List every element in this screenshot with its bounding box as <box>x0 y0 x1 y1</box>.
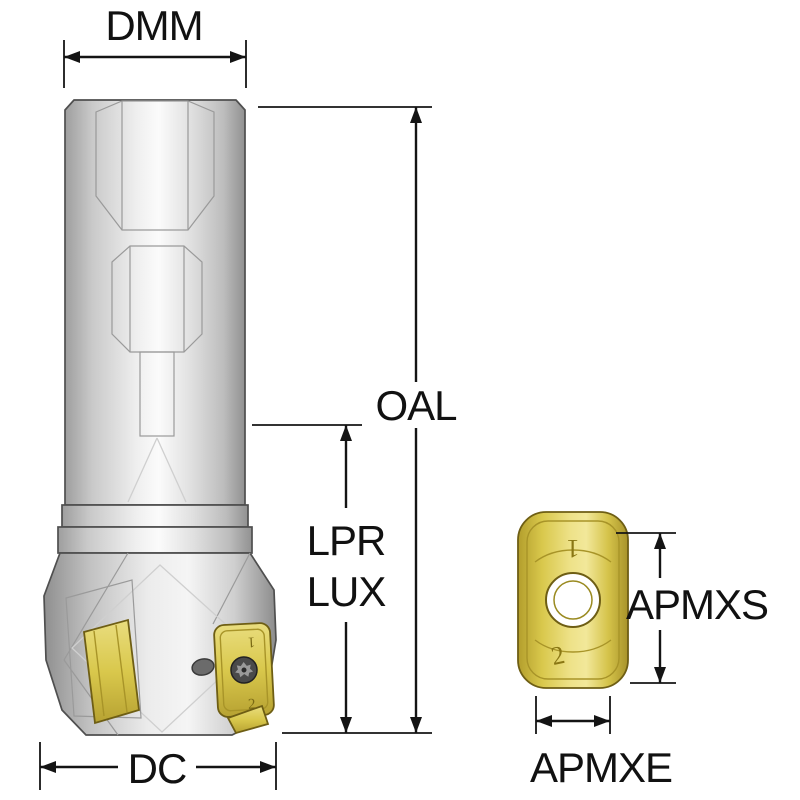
oal-arrow-top <box>410 107 422 123</box>
insert-hole <box>553 580 593 620</box>
clamp-nut <box>111 245 203 353</box>
pocket-hole <box>191 658 215 676</box>
dimension-dmm: DMM <box>63 2 247 88</box>
apmxe-label: APMXE <box>530 744 672 791</box>
flute-edge-right <box>212 552 251 625</box>
insert-front-marking-2: 2 <box>248 696 256 712</box>
flute-edge-left2 <box>63 659 119 736</box>
apmxe-arrow-left <box>536 715 552 727</box>
insert-bottom-tip <box>226 704 270 735</box>
apmxe-arrow-right <box>594 715 610 727</box>
collar-ring-upper <box>61 504 249 528</box>
center-stem <box>139 351 175 437</box>
dmm-arrow-left <box>64 51 80 63</box>
apmxs-label: APMXS <box>626 581 768 628</box>
dmm-label: DMM <box>105 2 202 49</box>
shank-cylinder <box>64 99 246 506</box>
insert-left-body <box>83 618 140 725</box>
insert-front-face <box>219 628 269 712</box>
dimension-dc: DC <box>39 742 277 792</box>
insert-left <box>83 618 140 725</box>
stem-cone-left <box>127 437 158 503</box>
dimension-oal: OAL <box>258 106 458 734</box>
hex-drive-top <box>95 100 215 231</box>
flute-edge-left <box>63 552 129 661</box>
lpr-arrow-top <box>340 425 352 441</box>
dc-arrow-left <box>40 761 56 773</box>
insert-detail-marking-1: 1 <box>567 534 580 563</box>
head-diamond-facet <box>71 564 253 733</box>
oal-arrow-bottom <box>410 717 422 733</box>
torx-center <box>241 667 247 673</box>
insert-front-marking-1: 1 <box>247 633 255 649</box>
insert-detail: 1 2 <box>517 511 629 689</box>
insert-detail-face <box>526 520 620 680</box>
dc-arrow-right <box>260 761 276 773</box>
chipbreaker-top <box>534 549 612 563</box>
oal-label: OAL <box>375 382 456 429</box>
lpr-arrow-bottom <box>340 717 352 733</box>
stem-cone-right <box>156 437 187 503</box>
chipbreaker-bottom <box>534 639 612 653</box>
apmxs-arrow-bottom <box>654 667 666 683</box>
apmxs-arrow-top <box>654 533 666 549</box>
insert-detail-marking-2: 2 <box>549 640 568 671</box>
dc-label: DC <box>128 745 187 792</box>
dimension-lpr-lux: LPR LUX <box>252 424 387 733</box>
insert-front: 1 2 <box>213 622 275 718</box>
tool-body: 1 2 <box>43 99 277 736</box>
insert-left-band2 <box>115 624 128 713</box>
dmm-arrow-right <box>230 51 246 63</box>
lux-label: LUX <box>307 568 387 615</box>
insert-left-band1 <box>93 630 105 717</box>
dimension-apmxs: APMXS <box>616 532 769 684</box>
dimension-apmxe: APMXE <box>530 696 673 791</box>
flute-recess <box>65 579 142 719</box>
collar-ring-lower <box>57 526 253 554</box>
lpr-label: LPR <box>307 517 386 564</box>
